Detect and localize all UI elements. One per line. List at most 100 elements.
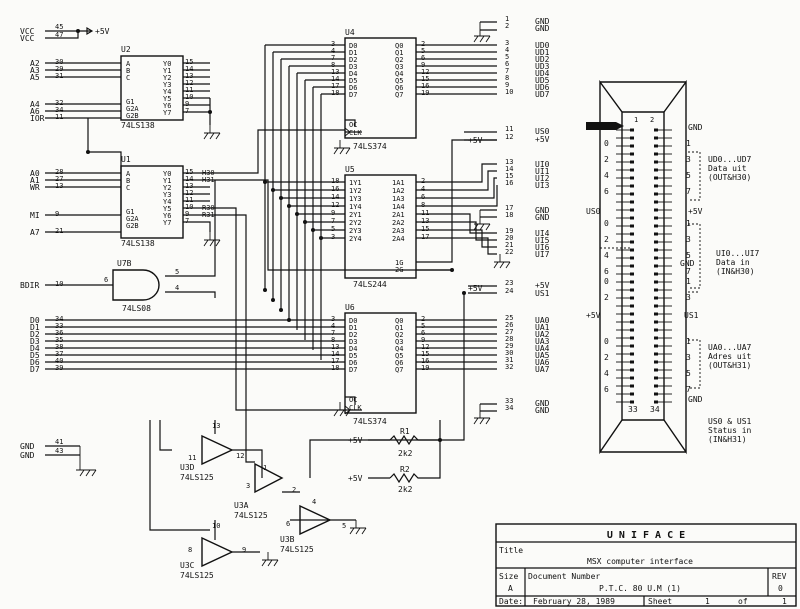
connector-pin-marker [630,296,634,300]
connector-us0-label: US0 [535,127,550,136]
connector-pin-34: 34 [650,405,660,414]
connector-gnd-label: GND [535,17,550,26]
u1-pin-y7: Y7 [163,219,171,227]
buffer-pin-2a3: 2A3 [392,227,405,235]
connector-pin-33: 33 [628,405,638,414]
connector-us0: US0 [586,207,601,216]
pin-number: 9 [421,336,425,344]
u3c-body [201,536,234,568]
u3b-part: 74LS125 [280,545,314,554]
pin-number: 21 [55,227,63,235]
ground-symbols [76,22,511,567]
pin-number: 28 [55,168,63,176]
connector-bit-4: 4 [604,171,609,180]
u6-ref: U6 [345,303,355,312]
connector-pin-marker [654,400,658,404]
pin-number: 17 [331,357,339,365]
u3b-body [299,504,332,536]
buffer-pin-2y3: 2Y3 [349,227,362,235]
bus-d6-label: D6 [30,358,40,367]
title-block-company: U N I F A C E [607,530,685,541]
latch-pin-d7: D7 [349,366,357,374]
latch-pin-d1: D1 [349,324,357,332]
pin-number: 22 [505,248,513,256]
buffer-pin-1a2: 1A2 [392,187,405,195]
plus5v-label: +5V [348,436,363,445]
connector-pin-marker [630,192,634,196]
pin-number: 8 [505,74,509,82]
u3d-ref: U3D [180,463,195,472]
connector-bit-5: 5 [686,369,691,378]
chip-boxes [112,37,420,568]
pin-number: 6 [421,54,425,62]
output-ua1-label: UA1 [535,323,550,332]
u7b-part: 74LS08 [122,304,151,313]
connector-pin-marker [630,128,634,132]
connector-pin-marker [630,256,634,260]
connector-pin-marker [654,336,658,340]
pin-number: 14 [185,65,193,73]
pin-number: 14 [331,75,339,83]
latch-pin-d6: D6 [349,84,357,92]
title-block-size: A [508,584,513,593]
buffer-pin-1g: 1G [395,259,403,267]
pin-number: 2 [421,177,425,185]
connector-pin-marker [630,320,634,324]
pin-number: 13 [185,72,193,80]
connector-pin-marker [654,200,658,204]
u2-pin-b: B [126,67,130,75]
legend-ui-line: (IN&H30) [716,267,755,276]
pin-number: 16 [421,357,429,365]
u1-ref: U1 [121,155,131,164]
connector-pin-marker [630,248,634,252]
pin-number: 13 [331,343,339,351]
pin-number: 19 [421,364,429,372]
connector-pin-marker [630,328,634,332]
u1-pin-g2a: G2A [126,215,139,223]
u3d-part: 74LS125 [180,473,214,482]
signal-a0-label: A0 [30,169,40,178]
buffer-pin-1a3: 1A3 [392,195,405,203]
pin-number: 8 [188,546,192,554]
plus5v-label: +5V [95,27,110,36]
latch-pin-q1: Q1 [395,324,403,332]
connector-pin-marker [654,176,658,180]
u4-part: 74LS374 [353,142,387,151]
bus-d2-label: D2 [30,330,40,339]
output-ud1-label: UD1 [535,48,550,57]
buffer-pin-2y4: 2Y4 [349,235,362,243]
pin-number: 8 [421,201,425,209]
pin-number: 19 [421,89,429,97]
latch-pin-q5: Q5 [395,77,403,85]
pin-number: 43 [55,447,63,455]
signal-a5-label: A5 [30,73,40,82]
buffer-pin-2y2: 2Y2 [349,219,362,227]
output-ua4-label: UA4 [535,344,550,353]
latch-pin-clk: CLK [349,404,362,412]
pin-number: 47 [55,31,63,39]
u2-pin-y3: Y3 [163,81,171,89]
signal-ior-label: IOR [30,114,45,123]
pin-number: 18 [331,177,339,185]
pin-number: 9 [185,100,189,108]
pin-number: 18 [331,364,339,372]
connector-pin-marker [654,224,658,228]
input-ui3-label: UI3 [535,181,550,190]
bus-d4-label: D4 [30,344,40,353]
signal-a2-label: A2 [30,59,40,68]
pin-number: 15 [421,225,429,233]
connector-pin-marker [654,240,658,244]
input-ui2-label: UI2 [535,174,550,183]
connector-pin-marker [654,360,658,364]
connector-bit-0: 0 [604,337,609,346]
pin-number: 30 [55,58,63,66]
pin-number: 39 [55,364,63,372]
u4-body [344,37,417,139]
connector-pin-marker [630,208,634,212]
connector-bit-5: 5 [686,171,691,180]
u1-pin-y5: Y5 [163,205,171,213]
r1-ref: R1 [400,427,410,436]
latch-pin-d5: D5 [349,77,357,85]
connector-pin-marker [654,264,658,268]
connector-pin-marker [654,392,658,396]
